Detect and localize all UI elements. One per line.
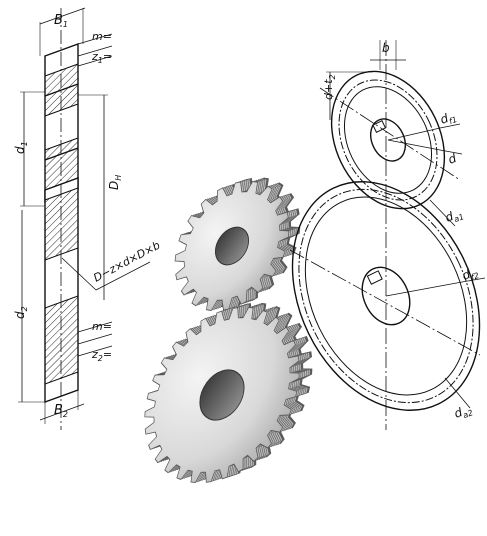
section-view: [18, 7, 151, 430]
label-module-bottom: m=: [92, 320, 112, 333]
gear2-hatch-top: [44, 187, 79, 261]
label-d1: d1: [13, 141, 29, 154]
label-d-t2: d+t2: [322, 74, 337, 100]
label-d2: d2: [13, 306, 29, 319]
label-da1: da1: [443, 206, 465, 227]
gear2-hatch-bottom: [44, 295, 79, 385]
label-spline-callout: D−z×d×D×b: [91, 239, 162, 285]
small-gear-bore: [214, 226, 250, 266]
projection-large-gear: [291, 181, 481, 411]
gear2-section: [44, 177, 79, 403]
section-labels: B1 m= z1= d1 DH D−z×d×D×b d2 m= z2= B2: [13, 13, 162, 419]
large-gear-bore: [199, 369, 245, 421]
label-da2: da2: [452, 402, 474, 423]
projection-view: [289, 40, 486, 430]
gear-3d-large: [144, 302, 313, 484]
label-teeth-top: z1=: [91, 50, 112, 65]
label-df1: df1: [438, 108, 458, 128]
label-b1: B1: [54, 13, 68, 29]
label-b: b: [382, 41, 390, 55]
gear-3d-small: [174, 177, 301, 311]
label-b2: B2: [54, 403, 68, 419]
label-module-top: m=: [92, 30, 112, 43]
label-dh: DH: [107, 175, 123, 190]
projection-small-gear: [330, 70, 446, 210]
label-teeth-bottom: z2=: [91, 348, 112, 363]
gear1-section: [44, 43, 79, 203]
